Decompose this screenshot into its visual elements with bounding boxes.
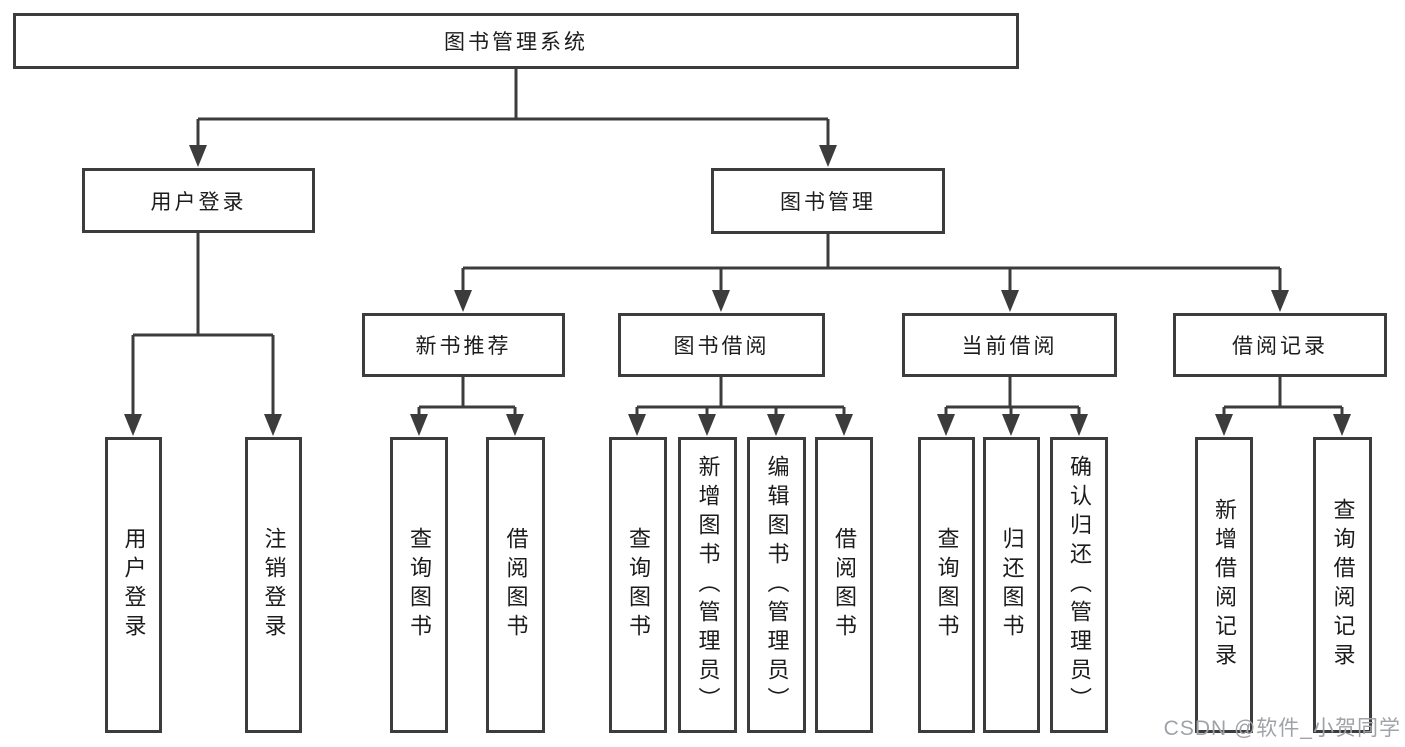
leaf-query-book-borrow: 查询图书 xyxy=(609,437,667,733)
leaf-label: 借阅图书 xyxy=(832,527,857,643)
leaf-add-book-admin: 新增图书（管理员） xyxy=(678,437,737,733)
leaf-label: 用户登录 xyxy=(121,527,147,643)
leaf-query-book-current: 查询图书 xyxy=(918,437,975,733)
node-book-management: 图书管理 xyxy=(711,168,945,234)
leaf-label: 借阅图书 xyxy=(503,527,529,643)
leaf-borrow-book-recommend: 借阅图书 xyxy=(486,437,545,733)
node-book-borrowing: 图书借阅 xyxy=(618,313,825,377)
leaf-label: 确认归还（管理员） xyxy=(1067,454,1092,716)
arrowheads xyxy=(124,145,1351,436)
node-borrowing-records: 借阅记录 xyxy=(1173,313,1387,377)
leaf-return-book: 归还图书 xyxy=(983,437,1040,733)
node-current-borrowing: 当前借阅 xyxy=(902,313,1117,377)
node-new-book-recommend: 新书推荐 xyxy=(362,313,565,377)
leaf-query-book-recommend: 查询图书 xyxy=(390,437,448,733)
leaf-edit-book-admin: 编辑图书（管理员） xyxy=(747,437,806,733)
node-label: 图书管理系统 xyxy=(444,31,588,54)
node-user-login: 用户登录 xyxy=(82,168,315,233)
node-label: 借阅记录 xyxy=(1232,335,1328,358)
leaf-label: 查询借阅记录 xyxy=(1330,498,1356,672)
csdn-watermark: CSDN @软件_小贺同学 xyxy=(1163,717,1401,740)
leaf-borrow-book: 借阅图书 xyxy=(815,437,873,733)
node-label: 图书借阅 xyxy=(673,335,770,358)
node-label: 图书管理 xyxy=(780,191,876,214)
leaf-user-login: 用户登录 xyxy=(105,437,162,733)
leaf-logout: 注销登录 xyxy=(245,437,302,733)
leaf-label: 归还图书 xyxy=(999,527,1025,643)
leaf-add-borrow-record: 新增借阅记录 xyxy=(1195,437,1253,733)
leaf-label: 编辑图书（管理员） xyxy=(764,454,790,716)
node-root-library-system: 图书管理系统 xyxy=(13,13,1019,69)
leaf-label: 新增图书（管理员） xyxy=(695,454,721,716)
node-label: 新书推荐 xyxy=(415,335,512,358)
node-label: 当前借阅 xyxy=(961,335,1058,358)
leaf-query-borrow-record: 查询借阅记录 xyxy=(1313,437,1372,733)
leaf-label: 查询图书 xyxy=(626,527,651,643)
leaf-label: 查询图书 xyxy=(407,527,432,643)
leaf-label: 注销登录 xyxy=(261,527,287,643)
node-label: 用户登录 xyxy=(150,190,247,214)
leaf-label: 新增借阅记录 xyxy=(1212,498,1237,672)
leaf-label: 查询图书 xyxy=(934,527,960,643)
leaf-confirm-return-admin: 确认归还（管理员） xyxy=(1050,437,1108,733)
